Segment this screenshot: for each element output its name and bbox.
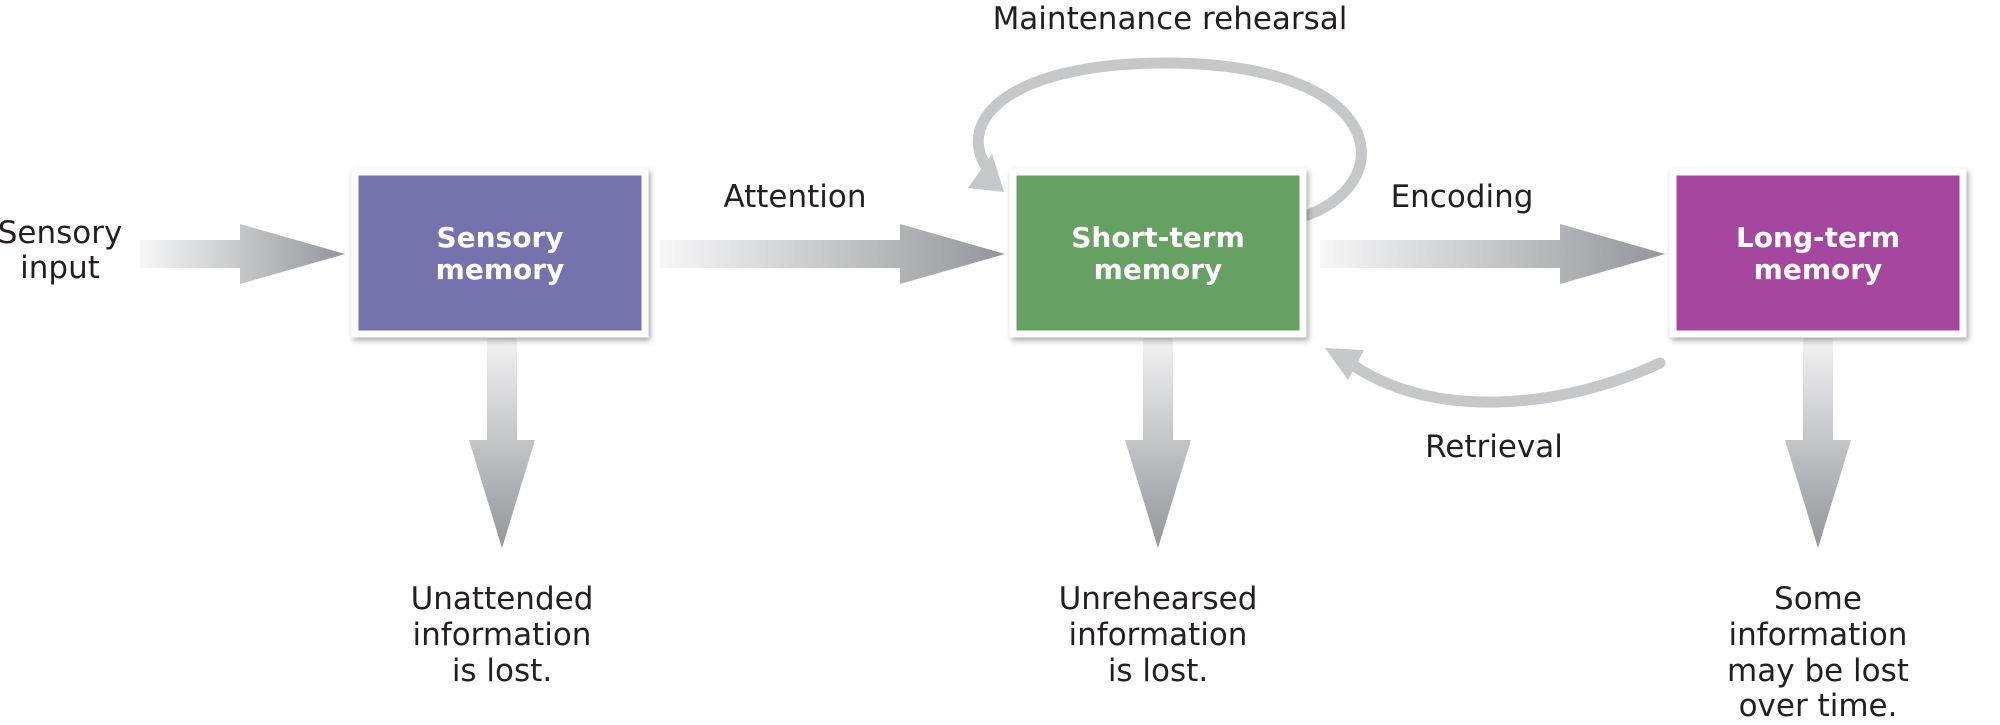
sensory-memory-label-line1: Sensory	[436, 221, 563, 254]
sensory-memory-label-line2: memory	[436, 253, 565, 286]
sensory-input-label-line1: Sensory	[0, 215, 122, 251]
sensory-loss-arrow	[469, 338, 535, 548]
sensory-input-label-line2: input	[20, 250, 100, 286]
long-term-memory-fill	[1669, 168, 1967, 338]
short-term-loss-arrow	[1125, 338, 1191, 548]
short-term-loss-line3: is lost.	[1108, 653, 1208, 689]
sensory-input-arrow	[140, 224, 345, 284]
short-term-memory-box: Short-term memory	[1009, 168, 1307, 338]
sensory-memory-fill	[351, 168, 649, 338]
long-term-loss-line1: Some	[1774, 581, 1862, 617]
retrieval-arrow	[1325, 348, 1666, 408]
long-term-loss-line3: may be lost	[1727, 653, 1909, 689]
attention-arrow	[660, 224, 1005, 284]
short-term-memory-fill	[1009, 168, 1307, 338]
long-term-memory-label-line2: memory	[1754, 253, 1883, 286]
long-term-loss-line2: information	[1729, 617, 1908, 653]
short-term-loss-line2: information	[1069, 617, 1248, 653]
long-term-loss-line4: over time.	[1739, 688, 1898, 724]
maintenance-rehearsal-loop-arrow	[968, 57, 1367, 221]
sensory-loss-text: Unattended information is lost.	[411, 581, 594, 689]
retrieval-label: Retrieval	[1425, 429, 1563, 465]
sensory-memory-box: Sensory memory	[351, 168, 649, 338]
long-term-memory-label-line1: Long-term	[1736, 221, 1900, 254]
long-term-memory-box: Long-term memory	[1669, 168, 1967, 338]
short-term-memory-label-line1: Short-term	[1071, 221, 1245, 254]
maintenance-rehearsal-label: Maintenance rehearsal	[993, 1, 1348, 37]
short-term-loss-text: Unrehearsed information is lost.	[1059, 581, 1258, 689]
short-term-memory-label-line2: memory	[1094, 253, 1223, 286]
sensory-loss-line3: is lost.	[452, 653, 552, 689]
encoding-arrow	[1320, 224, 1665, 284]
sensory-loss-line1: Unattended	[411, 581, 594, 617]
long-term-loss-arrow	[1785, 338, 1851, 548]
encoding-label: Encoding	[1391, 179, 1534, 215]
sensory-loss-line2: information	[413, 617, 592, 653]
short-term-loss-line1: Unrehearsed	[1059, 581, 1258, 617]
long-term-loss-text: Some information may be lost over time.	[1727, 581, 1909, 724]
attention-label: Attention	[723, 179, 866, 215]
